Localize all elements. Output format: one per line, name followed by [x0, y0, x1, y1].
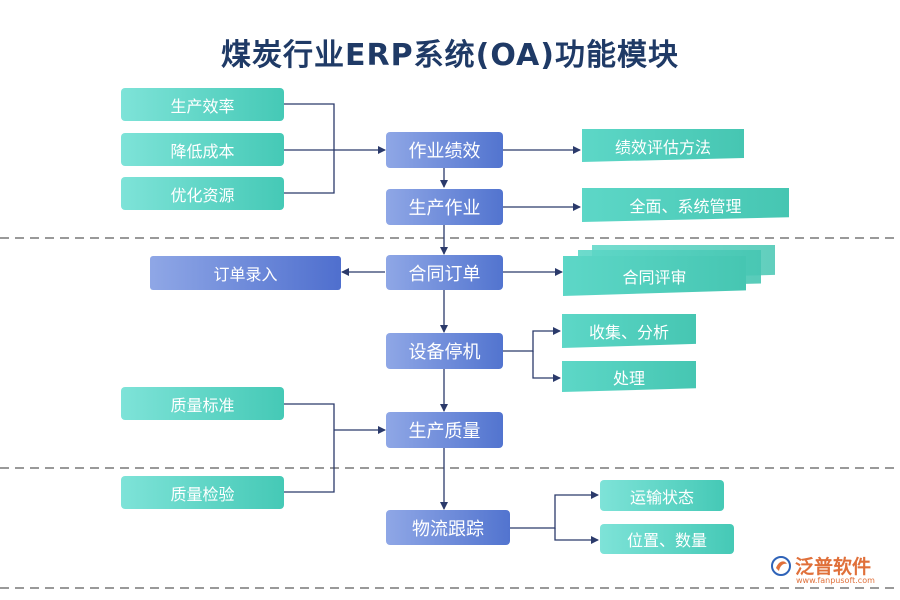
brand-logo-text: 泛普软件 [795, 556, 872, 578]
node-work-performance: 作业绩效 [386, 132, 503, 168]
node-reduce-cost: 降低成本 [121, 133, 284, 166]
fanpu-logo-icon [771, 555, 791, 576]
node-order-entry: 订单录入 [150, 256, 341, 290]
connector-equip-branch [503, 327, 561, 352]
brand-logo-url: www.fanpusoft.com [796, 576, 875, 585]
brand-logo: 泛普软件 [770, 552, 871, 579]
node-comprehensive-management: 全面、系统管理 [582, 188, 789, 222]
node-quality-inspection: 质量检验 [121, 476, 284, 509]
node-production-work: 生产作业 [386, 189, 503, 225]
node-production-efficiency: 生产效率 [121, 88, 284, 121]
node-position-quantity: 位置、数量 [600, 524, 734, 554]
node-equipment-shutdown: 设备停机 [386, 333, 503, 369]
connector-logistics-status [510, 491, 599, 529]
node-logistics-tracking: 物流跟踪 [386, 510, 510, 545]
node-handle: 处理 [562, 361, 696, 392]
node-optimize-resources: 优化资源 [121, 177, 284, 210]
node-production-quality: 生产质量 [386, 412, 503, 448]
connector-logistics-position [554, 528, 599, 544]
node-quality-standard: 质量标准 [121, 387, 284, 420]
connector-equip-handle [532, 351, 561, 382]
node-contract-review: 合同评审 [563, 256, 746, 296]
connector-quality-standard [284, 403, 335, 493]
connector-efficiency [284, 103, 335, 194]
node-transport-status: 运输状态 [600, 480, 724, 511]
node-performance-evaluation: 绩效评估方法 [582, 129, 744, 162]
page-title: 煤炭行业ERP系统(OA)功能模块 [221, 38, 679, 73]
node-collect-analyze: 收集、分析 [562, 314, 696, 348]
node-contract-order: 合同订单 [386, 255, 503, 290]
